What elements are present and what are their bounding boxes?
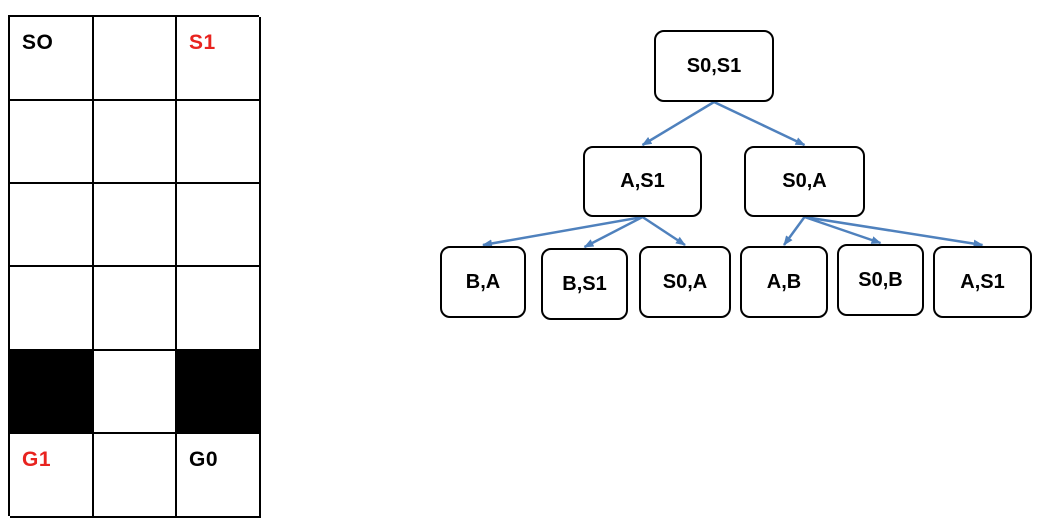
tree-node-level2: B,A [440, 246, 526, 318]
tree-node-level2: S0,B [837, 244, 924, 316]
grid-cell-r2-c0 [10, 184, 94, 267]
tree-node-root: S0,S1 [654, 30, 774, 102]
tree-edge-level1-to-level2 [782, 216, 806, 246]
grid-cell-r1-c1 [94, 101, 177, 184]
grid-cell-r2-c2 [177, 184, 261, 267]
tree-edge-level1-to-level2 [583, 215, 644, 249]
grid-cell-r0-c2: S1 [177, 17, 261, 101]
grid-cell-r2-c1 [94, 184, 177, 267]
grid-cell-r4-c1 [94, 351, 177, 434]
grid-cell-r4-c2 [177, 351, 261, 434]
goal-label-g0: G0 [189, 448, 219, 471]
tree-node-level1: A,S1 [583, 146, 702, 217]
grid-cell-r0-c1 [94, 17, 177, 101]
grid-cell-r3-c1 [94, 267, 177, 351]
tree-edge-level1-to-level2 [641, 215, 686, 247]
start-label-s1: S1 [189, 31, 216, 54]
grid-cell-r1-c2 [177, 101, 261, 184]
tree-node-level2: A,B [740, 246, 828, 318]
tree-edge-root-to-level1 [713, 100, 806, 147]
grid-cell-r5-c0: G1 [10, 434, 94, 518]
tree-node-level1: S0,A [744, 146, 865, 217]
tree-node-level2: A,S1 [933, 246, 1032, 318]
tree-edge-level1-to-level2 [804, 215, 984, 248]
start-label-s0: SO [22, 31, 54, 54]
goal-label-g1: G1 [22, 448, 52, 471]
tree-edge-root-to-level1 [641, 100, 715, 147]
grid-cell-r1-c0 [10, 101, 94, 184]
grid-cell-r5-c1 [94, 434, 177, 518]
tree-node-level2: S0,A [639, 246, 731, 318]
tree-edge-level1-to-level2 [804, 215, 882, 245]
grid-cell-r3-c2 [177, 267, 261, 351]
tree-node-level2: B,S1 [541, 248, 628, 320]
grid-cell-r3-c0 [10, 267, 94, 351]
tree-edge-level1-to-level2 [482, 215, 643, 248]
grid-cell-r4-c0 [10, 351, 94, 434]
grid-cell-r0-c0: SO [10, 17, 94, 101]
grid-cell-r5-c2: G0 [177, 434, 261, 518]
grid-world: SO S1 G1 G0 [8, 15, 261, 518]
